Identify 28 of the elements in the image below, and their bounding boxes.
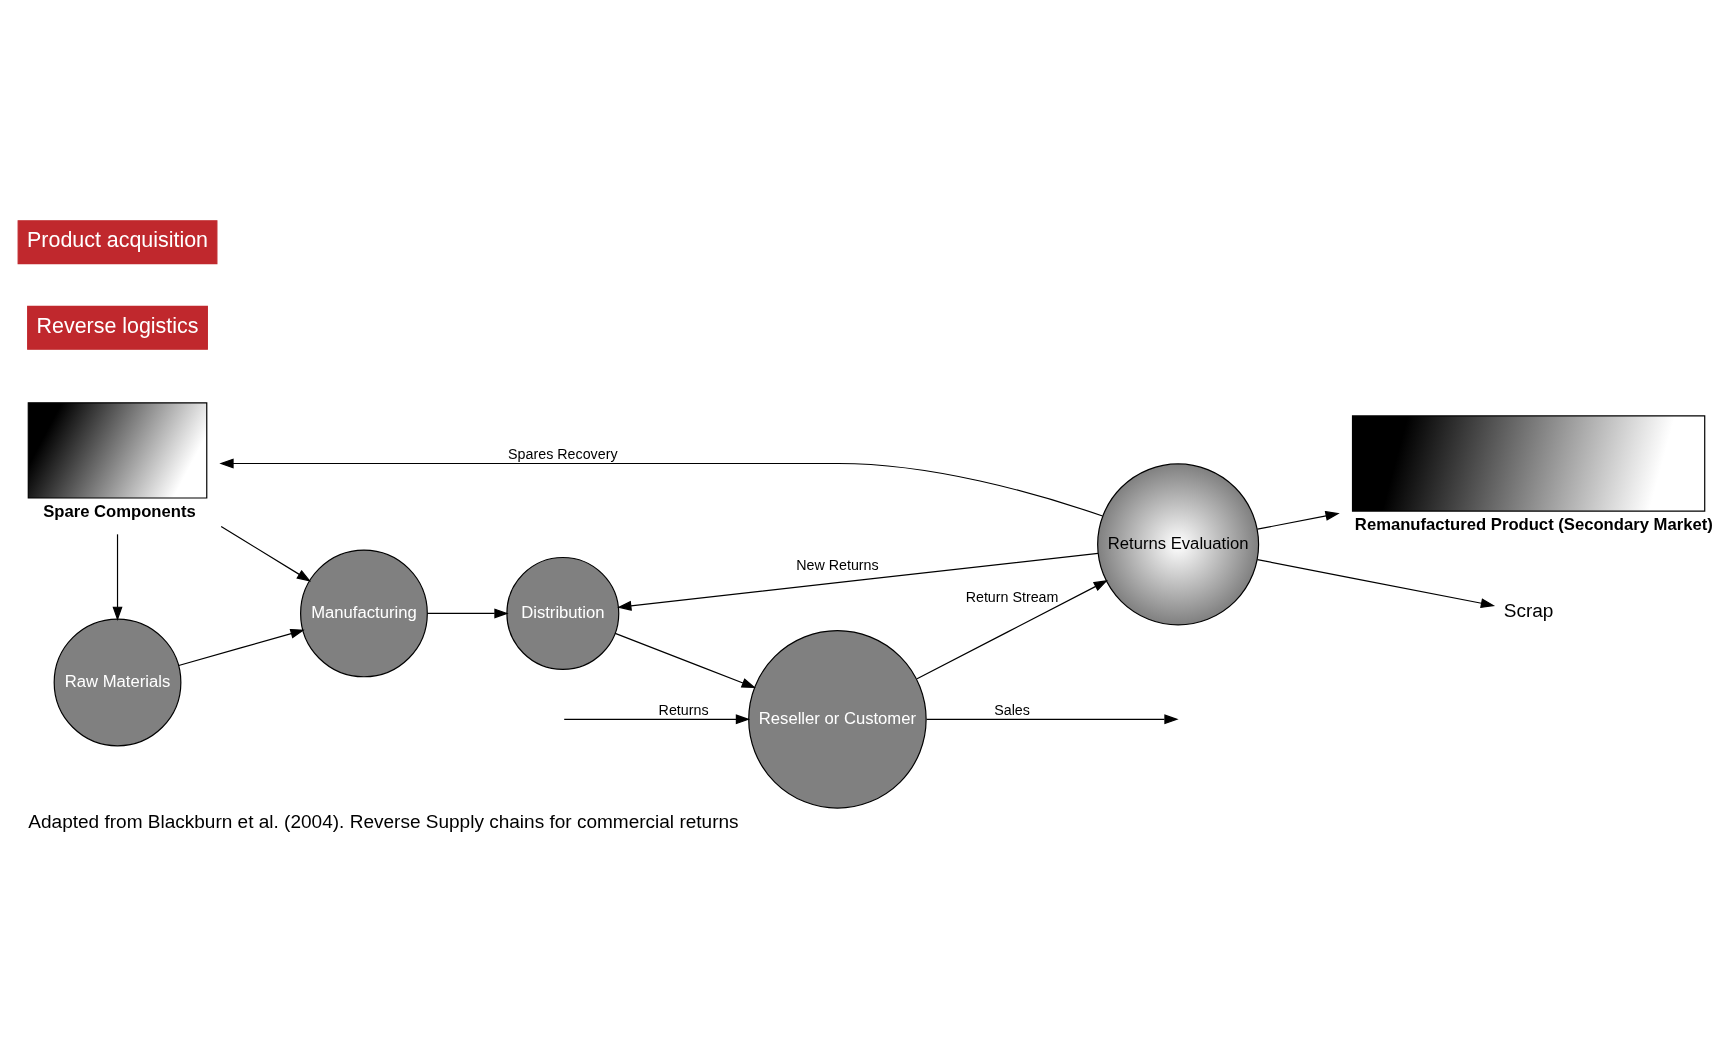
arrow [220,525,312,582]
caption: Adapted from Blackburn et al. (2004). Reverse Supply chains for commercial returns [28,810,739,832]
node-circle: Distribution [506,556,620,670]
arrow [614,632,756,688]
node-circle: Returns Evaluation [1097,462,1260,625]
node-label: Remanufactured Product (Secondary Market) [1354,514,1713,534]
label: Reverse logistics [36,313,199,338]
arrow [1256,510,1340,530]
label: Product acquisition [27,227,208,252]
node-text: Scrap [1503,599,1554,621]
edge-label: Returns [658,701,709,718]
arrow [426,607,509,618]
arrow [617,552,1099,611]
arrow [112,533,123,621]
arrow [219,458,1104,517]
node-circle: Manufacturing [300,549,428,677]
node-label: Spare Components [43,501,196,521]
node-circle: Raw Materials [53,618,182,746]
arrow [178,628,305,666]
edge-label: Spares Recovery [508,445,618,462]
edge-label: Return Stream [965,588,1059,605]
arrow [926,713,1179,724]
arrow [563,713,751,724]
arrow [1256,558,1496,608]
edge-label: New Returns [796,556,879,573]
arrow [916,579,1108,679]
node-circle: Reseller or Customer [748,629,927,809]
edge-label: Sales [994,701,1030,718]
